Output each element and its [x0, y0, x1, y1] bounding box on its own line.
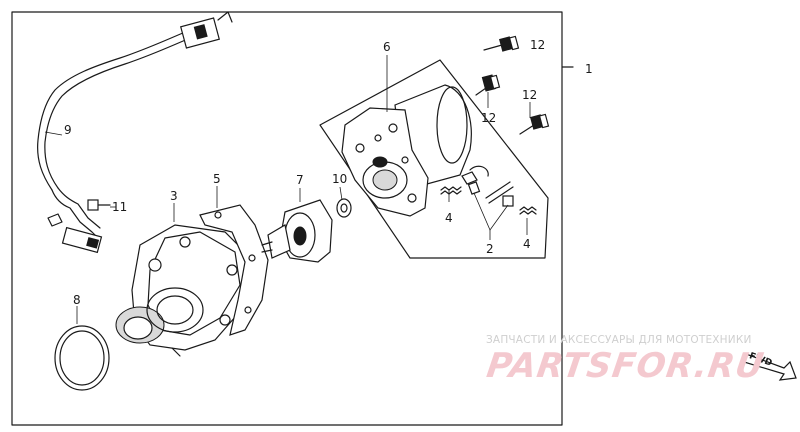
callout-12a: 12 [530, 38, 545, 52]
callout-2: 2 [486, 242, 494, 256]
fwd-arrow: FWD [743, 351, 797, 381]
callout-4a: 4 [445, 211, 453, 225]
callout-9: 9 [64, 123, 72, 137]
callout-4b: 4 [523, 237, 531, 251]
callout-8: 8 [73, 293, 81, 307]
bolt-12c [519, 113, 550, 135]
gear-case-3 [115, 224, 256, 357]
leader-lines [44, 55, 531, 324]
watermark-logo: PARTSFOR.RU [484, 346, 767, 386]
callout-1: 1 [585, 62, 593, 76]
brush-spring-4a [440, 186, 462, 195]
bolt-12a [483, 35, 520, 52]
bolt-12b [475, 74, 501, 96]
part-callouts: 1 2 3 4 4 5 6 7 8 9 10 11 12 12 12 [64, 38, 593, 307]
brush-spring-4b [519, 206, 537, 215]
callout-12b: 12 [481, 111, 496, 125]
motor-assembly-6 [319, 59, 549, 259]
washer-10 [336, 198, 352, 218]
brush-set-2 [461, 165, 514, 207]
watermark-caption: ЗАПЧАСТИ И АКСЕССУАРЫ ДЛЯ МОТОТЕХНИКИ [486, 334, 752, 346]
callout-5: 5 [213, 172, 221, 186]
starter-pinion-7 [261, 199, 333, 263]
assembly-bracket-1 [11, 11, 574, 426]
callout-6: 6 [383, 40, 391, 54]
gasket-5 [199, 204, 269, 336]
o-ring-8 [54, 325, 110, 391]
callout-7: 7 [296, 173, 304, 187]
wire-harness-9 [37, 11, 233, 254]
callout-12c: 12 [522, 88, 537, 102]
callout-10: 10 [332, 172, 347, 186]
callout-3: 3 [170, 189, 178, 203]
callout-11: 11 [112, 200, 127, 214]
screw-11 [87, 199, 116, 211]
